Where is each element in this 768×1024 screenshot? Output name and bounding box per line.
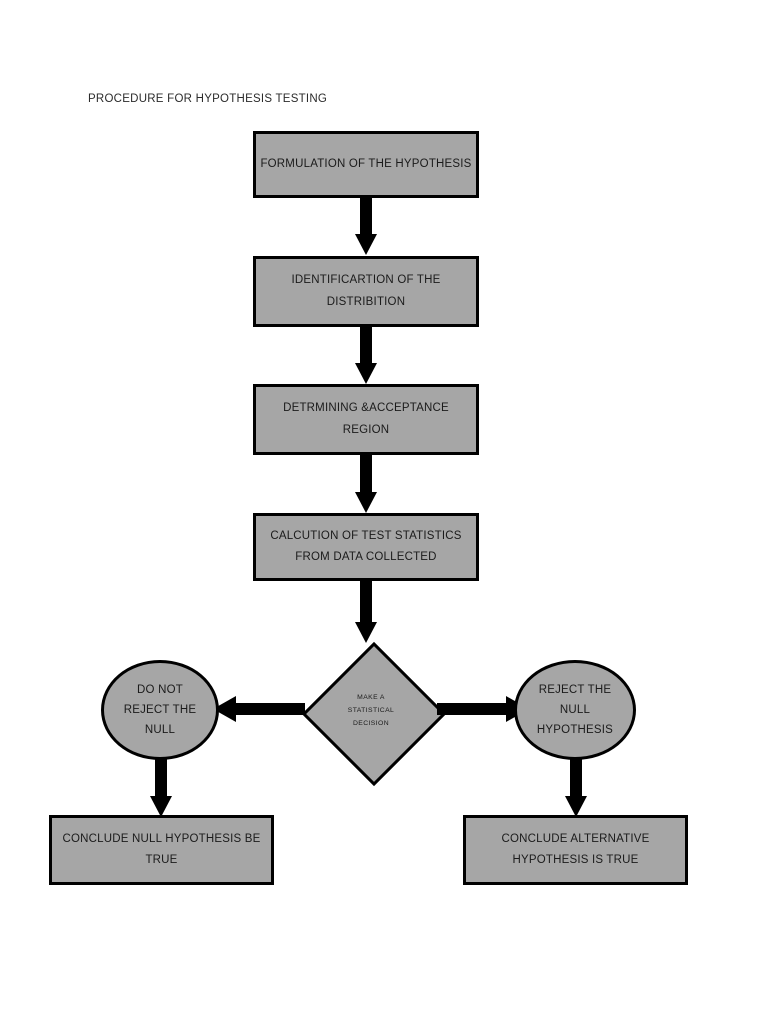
node-decision-label: MAKE A STATISTICAL DECISION xyxy=(347,693,395,728)
node-acceptance-region[interactable]: DETRMINING &ACCEPTANCE REGION xyxy=(253,384,479,455)
connector-formulation-to-identification xyxy=(355,198,377,255)
node-reject[interactable]: REJECT THE NULL HYPOTHESIS xyxy=(514,660,636,760)
node-calculation[interactable]: CALCUTION OF TEST STATISTICS FROM DATA C… xyxy=(253,513,479,581)
node-formulation-label: FORMULATION OF THE HYPOTHESIS xyxy=(260,157,472,170)
node-conclude-null[interactable]: CONCLUDE NULL HYPOTHESIS BE TRUE xyxy=(49,815,274,885)
node-conclude-alternative-label: CONCLUDE ALTERNATIVE HYPOTHESIS IS TRUE xyxy=(501,832,650,866)
connector-identification-to-acceptance-region xyxy=(355,327,377,384)
node-calculation-label: CALCUTION OF TEST STATISTICS FROM DATA C… xyxy=(270,529,462,563)
node-decision[interactable]: MAKE A STATISTICAL DECISION xyxy=(301,639,447,786)
node-conclude-alternative[interactable]: CONCLUDE ALTERNATIVE HYPOTHESIS IS TRUE xyxy=(463,815,688,885)
page-title: PROCEDURE FOR HYPOTHESIS TESTING xyxy=(88,93,328,105)
connector-acceptance-region-to-calculation xyxy=(355,455,377,513)
node-identification-label: IDENTIFICARTION OF THE DISTRIBITION xyxy=(291,274,441,308)
connector-decision-to-do-not-reject xyxy=(213,696,305,722)
node-do-not-reject[interactable]: DO NOT REJECT THE NULL xyxy=(101,660,219,760)
node-formulation[interactable]: FORMULATION OF THE HYPOTHESIS xyxy=(253,131,479,198)
connector-reject-to-conclude-alternative xyxy=(565,757,587,817)
connector-calculation-to-decision xyxy=(355,581,377,643)
node-acceptance-region-label: DETRMINING &ACCEPTANCE REGION xyxy=(283,402,449,436)
node-do-not-reject-label: DO NOT REJECT THE NULL xyxy=(123,683,197,737)
node-reject-label: REJECT THE NULL HYPOTHESIS xyxy=(536,683,614,737)
node-conclude-null-label: CONCLUDE NULL HYPOTHESIS BE TRUE xyxy=(62,832,261,866)
node-identification[interactable]: IDENTIFICARTION OF THE DISTRIBITION xyxy=(253,256,479,327)
connector-do-not-reject-to-conclude-null xyxy=(150,757,172,817)
